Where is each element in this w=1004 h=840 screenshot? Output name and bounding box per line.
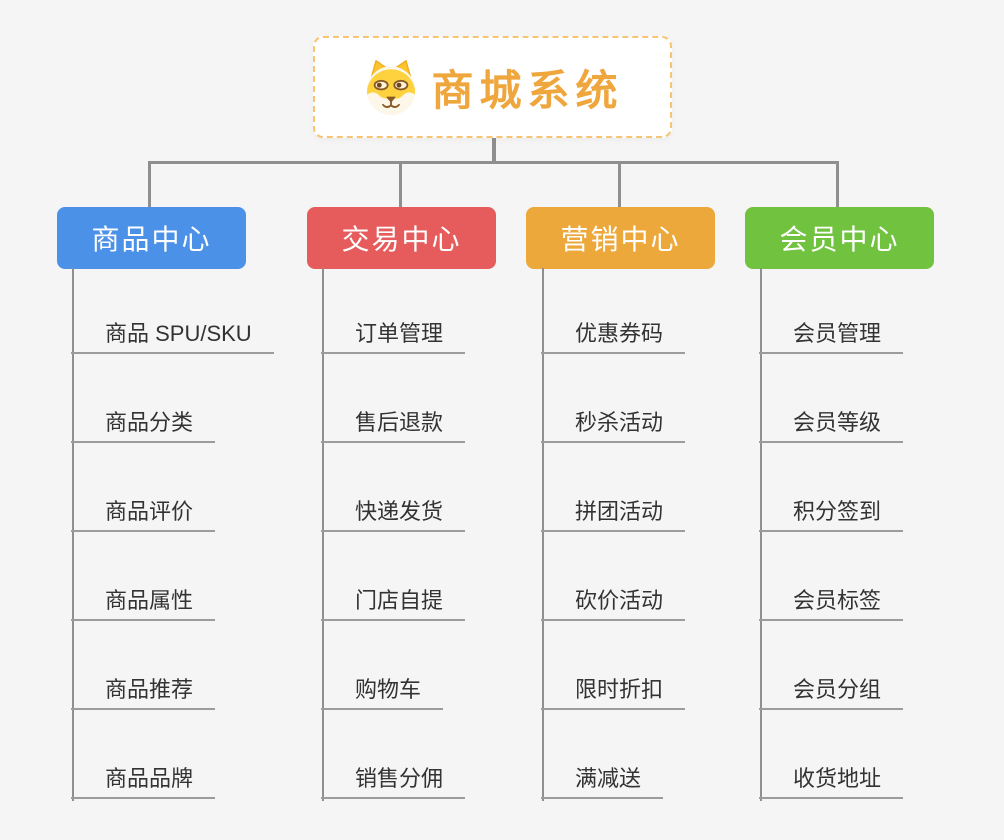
- branch-label: 营销中心: [560, 224, 681, 255]
- branch-trunk-line: [72, 268, 74, 801]
- leaf-node[interactable]: 售后退款: [321, 407, 466, 443]
- leaf-node[interactable]: 商品评价: [71, 496, 216, 532]
- leaf-node[interactable]: 积分签到: [759, 496, 904, 532]
- leaf-node[interactable]: 会员管理: [759, 318, 904, 354]
- branch-trunk-line: [760, 268, 762, 801]
- leaf-node[interactable]: 会员分组: [759, 674, 904, 710]
- connector-horizontal-bar: [148, 161, 839, 164]
- leaf-node[interactable]: 会员标签: [759, 585, 904, 621]
- leaf-node[interactable]: 优惠券码: [541, 318, 686, 354]
- leaf-node[interactable]: 限时折扣: [541, 674, 686, 710]
- connector-drop-line: [618, 161, 621, 208]
- leaf-node[interactable]: 会员等级: [759, 407, 904, 443]
- leaf-node[interactable]: 商品推荐: [71, 674, 216, 710]
- branch-label: 交易中心: [341, 224, 462, 255]
- branch-trunk-line: [542, 268, 544, 801]
- root-node-label: 商城系统: [431, 66, 624, 114]
- branch-node-product-center[interactable]: 商品中心: [57, 207, 246, 269]
- shiba-dog-icon: [367, 60, 416, 116]
- leaf-node[interactable]: 商品 SPU/SKU: [71, 318, 274, 354]
- connector-drop-line: [836, 161, 839, 208]
- branch-label: 会员中心: [779, 224, 900, 255]
- leaf-node[interactable]: 销售分佣: [321, 763, 466, 799]
- leaf-node[interactable]: 门店自提: [321, 585, 466, 621]
- connector-root-stub: [492, 137, 496, 163]
- connector-drop-line: [148, 161, 151, 208]
- branch-node-trade-center[interactable]: 交易中心: [307, 207, 496, 269]
- leaf-node[interactable]: 快递发货: [321, 496, 466, 532]
- leaf-node[interactable]: 满减送: [541, 763, 664, 799]
- branch-trunk-line: [322, 268, 324, 801]
- leaf-node[interactable]: 订单管理: [321, 318, 466, 354]
- leaf-node[interactable]: 购物车: [321, 674, 444, 710]
- leaf-node[interactable]: 商品属性: [71, 585, 216, 621]
- leaf-node[interactable]: 拼团活动: [541, 496, 686, 532]
- root-node[interactable]: 商城系统: [313, 36, 672, 138]
- leaf-node[interactable]: 秒杀活动: [541, 407, 686, 443]
- branch-node-member-center[interactable]: 会员中心: [745, 207, 934, 269]
- leaf-node[interactable]: 砍价活动: [541, 585, 686, 621]
- leaf-node[interactable]: 商品品牌: [71, 763, 216, 799]
- branch-node-marketing-center[interactable]: 营销中心: [526, 207, 715, 269]
- branch-label: 商品中心: [91, 224, 212, 255]
- connector-drop-line: [399, 161, 402, 208]
- leaf-node[interactable]: 商品分类: [71, 407, 216, 443]
- leaf-node[interactable]: 收货地址: [759, 763, 904, 799]
